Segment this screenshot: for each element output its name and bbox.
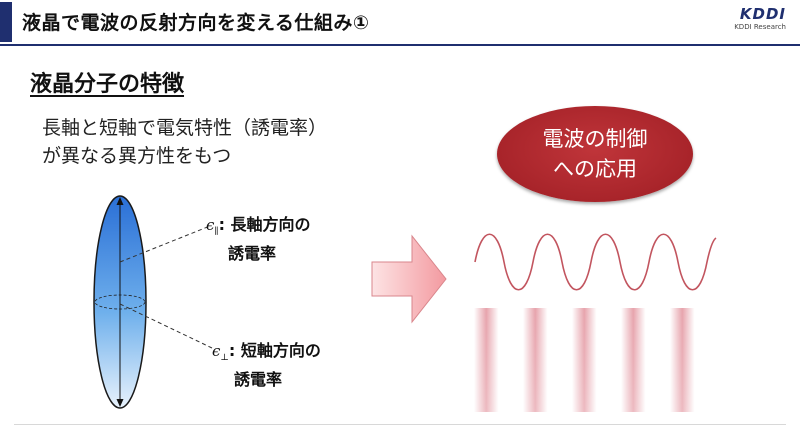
perpendicular-permittivity-label: ϵ⊥: 短軸方向の 誘電率	[212, 341, 321, 389]
header-bar: 液晶で電波の反射方向を変える仕組み① KDDI KDDI Research	[0, 0, 800, 44]
parallel-permittivity-label: ϵ∥: 長軸方向の 誘電率	[206, 215, 311, 263]
parallel-label-line-1: 長軸方向の	[230, 215, 311, 234]
page-title: 液晶で電波の反射方向を変える仕組み①	[22, 12, 370, 34]
section-title: 液晶分子の特徴	[30, 72, 185, 97]
wave-field-overlay	[474, 308, 719, 412]
epsilon-perpendicular-symbol: ϵ⊥	[212, 342, 229, 363]
logo-subtext: KDDI Research	[734, 23, 786, 31]
long-axis-arrow-bottom	[116, 399, 124, 407]
perpendicular-label-line-2: 誘電率	[234, 370, 283, 389]
parallel-leader-line	[119, 225, 211, 263]
description-line-2: が異なる異方性をもつ	[42, 145, 232, 167]
header-accent-bar	[0, 2, 12, 42]
logo-mark: KDDI	[739, 5, 786, 23]
transition-arrow	[371, 234, 447, 324]
callout-line-1: 電波の制御	[542, 127, 648, 151]
description: 長軸と短軸で電気特性（誘電率） が異なる異方性をもつ	[42, 114, 327, 170]
lc-molecule	[93, 195, 147, 409]
kddi-logo: KDDI KDDI Research	[716, 6, 786, 38]
radio-wave	[474, 233, 717, 291]
application-callout: 電波の制御 への応用	[497, 106, 693, 202]
callout-line-2: への応用	[553, 157, 637, 181]
parallel-label-line-2: 誘電率	[228, 244, 277, 263]
footer-divider	[14, 424, 786, 425]
perpendicular-leader-line	[119, 303, 213, 349]
perpendicular-label-line-1: 短軸方向の	[240, 341, 321, 360]
header-divider	[0, 44, 800, 46]
epsilon-parallel-symbol: ϵ∥	[206, 216, 219, 237]
description-line-1: 長軸と短軸で電気特性（誘電率）	[42, 117, 328, 139]
long-axis-arrow-top	[116, 197, 124, 205]
